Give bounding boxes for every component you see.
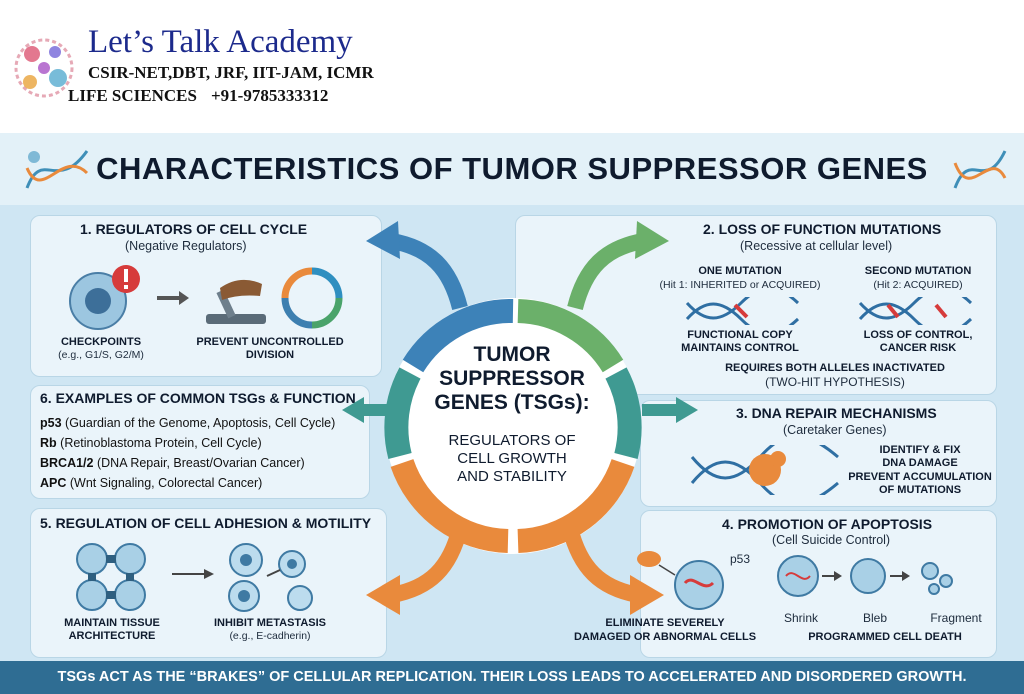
arrow-icon xyxy=(567,221,669,311)
gene-desc: (Wnt Signaling, Colorectal Cancer) xyxy=(69,476,263,490)
gene-desc: (Retinoblastoma Protein, Cell Cycle) xyxy=(60,436,262,450)
academy-logo xyxy=(14,38,74,98)
panel-examples xyxy=(30,385,370,499)
brand-subject: LIFE SCIENCES xyxy=(68,86,197,105)
checkpoint-cell-icon xyxy=(69,265,140,330)
center-title-line: SUPPRESSOR xyxy=(439,367,585,390)
second-mutation-sub: (Hit 2: ACQUIRED) xyxy=(873,279,963,291)
one-mutation-sub: (Hit 1: INHERITED or ACQUIRED) xyxy=(659,279,821,291)
example-row: p53 (Guardian of the Genome, Apoptosis, … xyxy=(40,413,335,433)
panel4-title: 4. PROMOTION OF APOPTOSIS xyxy=(722,516,933,532)
example-row: BRCA1/2 (DNA Repair, Breast/Ovarian Canc… xyxy=(40,453,305,473)
brake-pedal-icon xyxy=(206,279,266,324)
example-row: Rb (Retinoblastoma Protein, Cell Cycle) xyxy=(40,433,262,453)
loss-of-control-label: LOSS OF CONTROL, xyxy=(863,329,973,341)
one-mutation-title: ONE MUTATION xyxy=(698,265,782,277)
arrow-icon xyxy=(366,525,468,615)
gene-desc: (DNA Repair, Breast/Ovarian Cancer) xyxy=(96,456,305,470)
maintain-tissue-label-1: MAINTAIN TISSUE xyxy=(64,617,160,629)
center-subtitle: REGULATORS OF CELL GROWTH AND STABILITY xyxy=(432,432,592,486)
panel-dna-repair xyxy=(640,400,997,507)
header: Let’s Talk Academy CSIR-NET,DBT, JRF, II… xyxy=(0,0,1024,132)
panel1-subtitle: (Negative Regulators) xyxy=(125,239,247,253)
panel3-title: 3. DNA REPAIR MECHANISMS xyxy=(736,405,937,421)
functional-copy-label: FUNCTIONAL COPY xyxy=(687,329,793,341)
center-sub-line: CELL GROWTH xyxy=(457,450,567,467)
cancer-risk-label: CANCER RISK xyxy=(879,342,957,354)
tissue-cells-icon xyxy=(76,543,146,611)
identify-fix-label: IDENTIFY & FIX xyxy=(879,444,961,456)
shrink-label: Shrink xyxy=(783,611,818,625)
dna-repair-icon xyxy=(690,445,839,495)
dna-icon xyxy=(25,150,89,189)
brand-title: Let’s Talk Academy xyxy=(88,24,353,60)
dna-icon xyxy=(685,297,800,325)
metastasis-cells-icon xyxy=(228,543,313,612)
arrow-icon xyxy=(562,525,664,615)
center-title-line: GENES (TSGs): xyxy=(434,391,590,414)
checkpoints-label: CHECKPOINTS xyxy=(60,336,142,348)
center-title-line: TUMOR xyxy=(473,343,551,366)
programmed-death-label: PROGRAMMED CELL DEATH xyxy=(808,631,962,643)
two-hit-label: (TWO-HIT HYPOTHESIS) xyxy=(765,375,905,389)
maintain-tissue-label-2: ARCHITECTURE xyxy=(68,630,156,642)
center-ring xyxy=(384,298,642,554)
p53-label: p53 xyxy=(730,552,751,566)
panel2-title: 2. LOSS OF FUNCTION MUTATIONS xyxy=(703,221,942,237)
dna-damage-label: DNA DAMAGE xyxy=(882,457,958,469)
center-sub-line: REGULATORS OF xyxy=(448,432,576,449)
panel4-subtitle: (Cell Suicide Control) xyxy=(772,533,891,547)
apoptosis-stages-icon xyxy=(777,555,953,597)
gene-name: p53 xyxy=(40,416,62,430)
second-mutation-title: SECOND MUTATION xyxy=(864,265,972,277)
inhibit-metastasis-label: INHIBIT METASTASIS xyxy=(213,617,327,629)
gene-name: BRCA1/2 xyxy=(40,456,94,470)
cell-cycle-icon xyxy=(281,267,343,329)
dna-icon xyxy=(953,150,1007,189)
arrow-icon xyxy=(366,221,468,311)
damaged-cell-icon xyxy=(637,551,724,610)
bleb-label: Bleb xyxy=(862,611,888,625)
checkpoints-sublabel: (e.g., G1/S, G2/M) xyxy=(58,349,144,361)
prevent-division-label-2: DIVISION xyxy=(245,349,295,361)
both-alleles-label: REQUIRES BOTH ALLELES INACTIVATED xyxy=(725,362,945,374)
arrow-icon xyxy=(642,397,698,423)
footer-text: TSGs ACT AS THE “BRAKES” OF CELLULAR REP… xyxy=(57,669,967,685)
arrow-icon xyxy=(157,291,189,305)
center-title: TUMOR SUPPRESSOR GENES (TSGs): xyxy=(432,343,592,415)
gene-name: APC xyxy=(40,476,67,490)
prevent-accumulation-label: PREVENT ACCUMULATION xyxy=(848,471,992,483)
panel2-subtitle: (Recessive at cellular level) xyxy=(740,239,893,253)
center-sub-line: AND STABILITY xyxy=(457,468,567,485)
of-mutations-label: OF MUTATIONS xyxy=(878,484,962,496)
fragment-label: Fragment xyxy=(930,611,982,625)
panel5-title: 5. REGULATION OF CELL ADHESION & MOTILIT… xyxy=(40,515,372,531)
title-band xyxy=(0,133,1024,205)
panel1-title: 1. REGULATORS OF CELL CYCLE xyxy=(80,221,308,237)
brand-subtitle: CSIR-NET,DBT, JRF, IIT-JAM, ICMR xyxy=(88,63,374,82)
eliminate-label-1: ELIMINATE SEVERELY xyxy=(605,617,725,629)
gene-name: Rb xyxy=(40,436,57,450)
eliminate-label-2: DAMAGED OR ABNORMAL CELLS xyxy=(573,631,757,643)
brand-phone: +91-9785333312 xyxy=(210,86,329,105)
brand-subject-line: LIFE SCIENCES +91-9785333312 xyxy=(68,86,328,106)
poster-title: CHARACTERISTICS OF TUMOR SUPPRESSOR GENE… xyxy=(96,151,928,186)
footer-bar xyxy=(0,661,1024,694)
panel3-subtitle: (Caretaker Genes) xyxy=(783,423,887,437)
arrow-icon xyxy=(342,397,398,423)
example-row: APC (Wnt Signaling, Colorectal Cancer) xyxy=(40,473,262,493)
gene-desc: (Guardian of the Genome, Apoptosis, Cell… xyxy=(65,416,336,430)
poster: CHARACTERISTICS OF TUMOR SUPPRESSOR GENE… xyxy=(0,133,1024,694)
arrow-icon xyxy=(172,569,214,579)
prevent-division-label-1: PREVENT UNCONTROLLED xyxy=(196,336,344,348)
inhibit-metastasis-sublabel: (e.g., E-cadherin) xyxy=(229,630,311,642)
dna-icon xyxy=(858,297,973,325)
maintains-control-label: MAINTAINS CONTROL xyxy=(681,342,799,354)
panel6-title: 6. EXAMPLES OF COMMON TSGs & FUNCTION xyxy=(40,390,356,406)
